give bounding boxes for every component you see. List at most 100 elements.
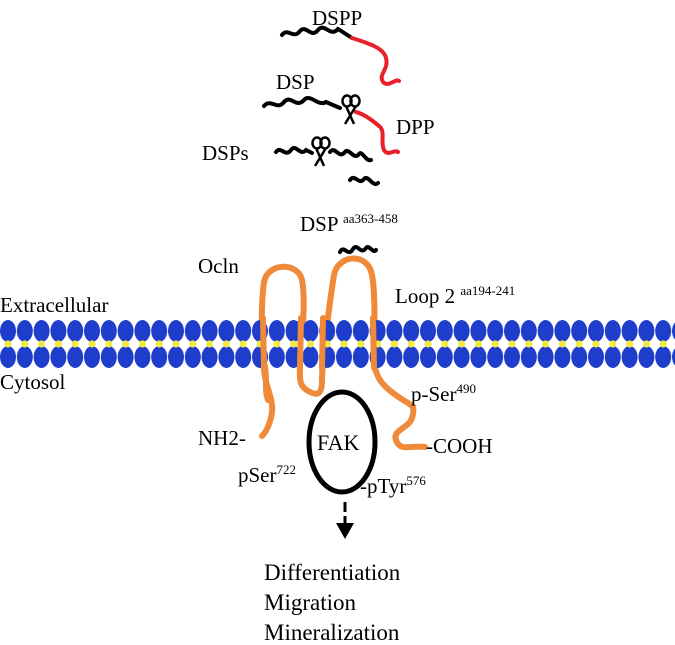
lipid-tail [626, 340, 634, 348]
lipid-head-outer [84, 320, 100, 342]
lipid-head-inner [588, 346, 604, 368]
loop2-name: Loop 2 [395, 284, 456, 308]
lipid-head-inner [453, 346, 470, 368]
occludin-n-terminus [259, 359, 276, 439]
fak-ellipse [306, 389, 378, 495]
dsps-label: DSPs [202, 141, 249, 165]
lipid-tail [609, 340, 617, 348]
lipid-head-inner [487, 346, 504, 368]
lipid-tail [290, 340, 298, 348]
lipid-head-inner [50, 346, 67, 368]
dsp-label: DSP [276, 70, 315, 94]
p-ser-490-label: p-Ser490 [411, 381, 477, 406]
lipid-head-inner [134, 346, 151, 368]
lipid-head-outer [268, 320, 285, 342]
lipid-tail [21, 340, 29, 348]
lipid-head-outer [420, 320, 436, 342]
lipid-head-inner [100, 346, 117, 368]
scissors-icon [311, 136, 331, 167]
lipid-head-outer [386, 320, 403, 342]
outcome-migration: Migration [264, 590, 356, 615]
lipid-tail [54, 340, 63, 348]
lipid-tail [38, 340, 46, 348]
lipid-head-outer [285, 320, 302, 342]
lipid-head-outer [0, 320, 16, 342]
lipid-tail [458, 340, 466, 348]
lipid-head-outer [504, 320, 520, 342]
lipid-head-outer [403, 320, 420, 342]
outcome-differentiation: Differentiation [264, 560, 401, 585]
lipid-head-inner [403, 346, 420, 368]
lipid-head-inner [0, 346, 16, 368]
lipid-head-inner [537, 346, 554, 368]
loop2-label: Loop 2 aa194-241 [395, 284, 515, 308]
lipid-tail [424, 340, 432, 348]
lipid-head-inner [302, 346, 319, 368]
lipid-tail [407, 340, 415, 348]
lipid-tail [525, 340, 533, 348]
lipid-head-inner [504, 346, 520, 368]
lipid-head-outer [184, 320, 201, 342]
lipid-head-outer [134, 320, 151, 342]
p-ser-490-position: 490 [456, 381, 477, 396]
lipid-tail [390, 340, 398, 348]
lipid-head-inner [638, 346, 655, 368]
dsp-fragment-strand [338, 245, 378, 255]
lipid-tail [340, 340, 348, 348]
dsp-fragment-label: DSP aa363-458 [300, 212, 398, 235]
lipid-head-inner [352, 346, 369, 368]
lipid-head-inner [571, 346, 588, 368]
lipid-tail [592, 340, 600, 348]
outcome-list: Differentiation Migration Mineralization [264, 558, 400, 645]
lipid-head-outer [235, 320, 252, 342]
lipid-tail [222, 340, 230, 348]
lipid-tail [88, 340, 96, 348]
lipid-head-inner [184, 346, 201, 368]
lipid-head-inner [655, 346, 672, 368]
lipid-tail [206, 340, 214, 348]
lipid-tail [659, 340, 667, 348]
occludin-transmembrane [260, 315, 377, 371]
lipid-head-outer [588, 320, 604, 342]
lipid-head-inner [604, 346, 621, 368]
lipid-head-outer [50, 320, 67, 342]
dsps-strand [274, 146, 380, 187]
lipid-head-outer [655, 320, 672, 342]
lipid-head-outer [201, 320, 218, 342]
lipid-head-inner [621, 346, 638, 368]
lipid-head-outer [470, 320, 487, 342]
dspp-strand [280, 25, 401, 86]
p-ser-490-name: p-Ser [411, 382, 457, 406]
lipid-tail [474, 340, 482, 348]
lipid-tail [575, 340, 583, 348]
lipid-tail [273, 340, 281, 348]
dsp-dpp-strand [262, 96, 400, 155]
lipid-head-inner [218, 346, 235, 368]
lipid-head-inner [67, 346, 84, 368]
lipid-head-outer [571, 320, 588, 342]
lipid-head-outer [67, 320, 84, 342]
lipid-head-outer [436, 320, 453, 342]
lipid-head-inner [436, 346, 453, 368]
lipid-head-outer [151, 320, 168, 342]
lipid-tail [155, 340, 163, 348]
lipid-tail [441, 340, 449, 348]
ocln-label: Ocln [198, 254, 239, 278]
lipid-head-outer [352, 320, 369, 342]
lipid-tail [642, 340, 651, 348]
lipid-tail [508, 340, 516, 348]
ptyr-576-position: 576 [406, 473, 426, 488]
lipid-head-inner [336, 346, 352, 368]
pser-722-label: pSer722 [238, 463, 296, 486]
lipid-head-outer [604, 320, 621, 342]
lipid-bilayer [0, 320, 675, 368]
lipid-head-inner [420, 346, 436, 368]
arrow-down-icon [336, 502, 354, 539]
lipid-head-outer [100, 320, 117, 342]
lipid-head-outer [117, 320, 134, 342]
ptyr-576-label: -pTyr576 [360, 473, 426, 497]
lipid-head-outer [621, 320, 638, 342]
lipid-tail [189, 340, 197, 348]
fak-label: FAK [317, 430, 360, 455]
